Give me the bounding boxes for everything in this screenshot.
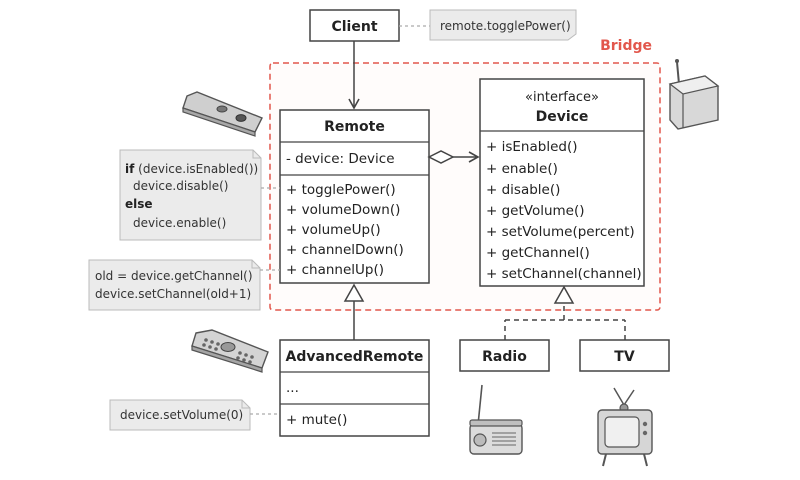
device-method: + getVolume() [486, 203, 585, 219]
mute-note: device.setVolume(0) [109, 399, 280, 431]
remote-method: + channelUp() [286, 262, 384, 278]
aggregation-connector [427, 150, 480, 164]
client-class: Client [309, 9, 400, 42]
radio-class: Radio [459, 339, 550, 372]
remote-title: Remote [324, 119, 385, 135]
note-line: old = device.getChannel() [95, 269, 253, 283]
advanced-remote-title: AdvancedRemote [286, 349, 424, 365]
device-method: + enable() [486, 161, 558, 177]
advanced-remote-class: AdvancedRemote ... + mute() [279, 339, 430, 437]
note-line: device.disable() [133, 179, 228, 193]
remote-advanced-icon [191, 329, 269, 373]
device-title: Device [536, 109, 589, 125]
toggle-power-note: if (device.isEnabled()) device.disable()… [119, 149, 280, 241]
client-title: Client [331, 19, 377, 35]
note-line: device.setVolume(0) [120, 408, 243, 422]
tv-icon [597, 387, 653, 467]
device-interface: «interface» Device + isEnabled() + enabl… [479, 78, 645, 287]
channel-up-note: old = device.getChannel() device.setChan… [88, 259, 280, 311]
remote-class: Remote - device: Device + togglePower() … [279, 109, 430, 284]
realization-connector [504, 285, 626, 340]
note-line: device.setChannel(old+1) [95, 287, 251, 301]
device-method: + disable() [486, 182, 560, 198]
device-method: + setChannel(channel) [486, 266, 642, 282]
note-keyword-else: else [125, 197, 153, 211]
note-keyword-if: if [125, 162, 135, 176]
note-line: (device.isEnabled()) [134, 162, 258, 176]
remote-field: - device: Device [286, 151, 395, 167]
remote-simple-icon [182, 91, 263, 137]
router-device-icon [668, 59, 720, 130]
inheritance-advanced-remote [343, 283, 365, 340]
bridge-label: Bridge [600, 38, 652, 54]
remote-method: + togglePower() [286, 182, 396, 198]
device-stereotype: «interface» [525, 90, 599, 105]
remote-method: + volumeUp() [286, 222, 381, 238]
radio-title: Radio [482, 349, 527, 365]
remote-method: + volumeDown() [286, 202, 400, 218]
tv-title: TV [614, 349, 635, 365]
note-line: device.enable() [133, 216, 226, 230]
remote-method: + channelDown() [286, 242, 404, 258]
tv-class: TV [579, 339, 670, 372]
advanced-remote-method: + mute() [286, 412, 347, 428]
advanced-remote-field: ... [286, 380, 299, 396]
radio-icon [469, 384, 523, 455]
device-method: + isEnabled() [486, 139, 577, 155]
svg-text:if (device.isEnabled()): if (device.isEnabled()) [125, 162, 258, 176]
device-method: + getChannel() [486, 245, 590, 261]
client-note-text: remote.togglePower() [440, 19, 571, 33]
device-method: + setVolume(percent) [486, 224, 635, 240]
client-note: remote.togglePower() [399, 9, 577, 41]
